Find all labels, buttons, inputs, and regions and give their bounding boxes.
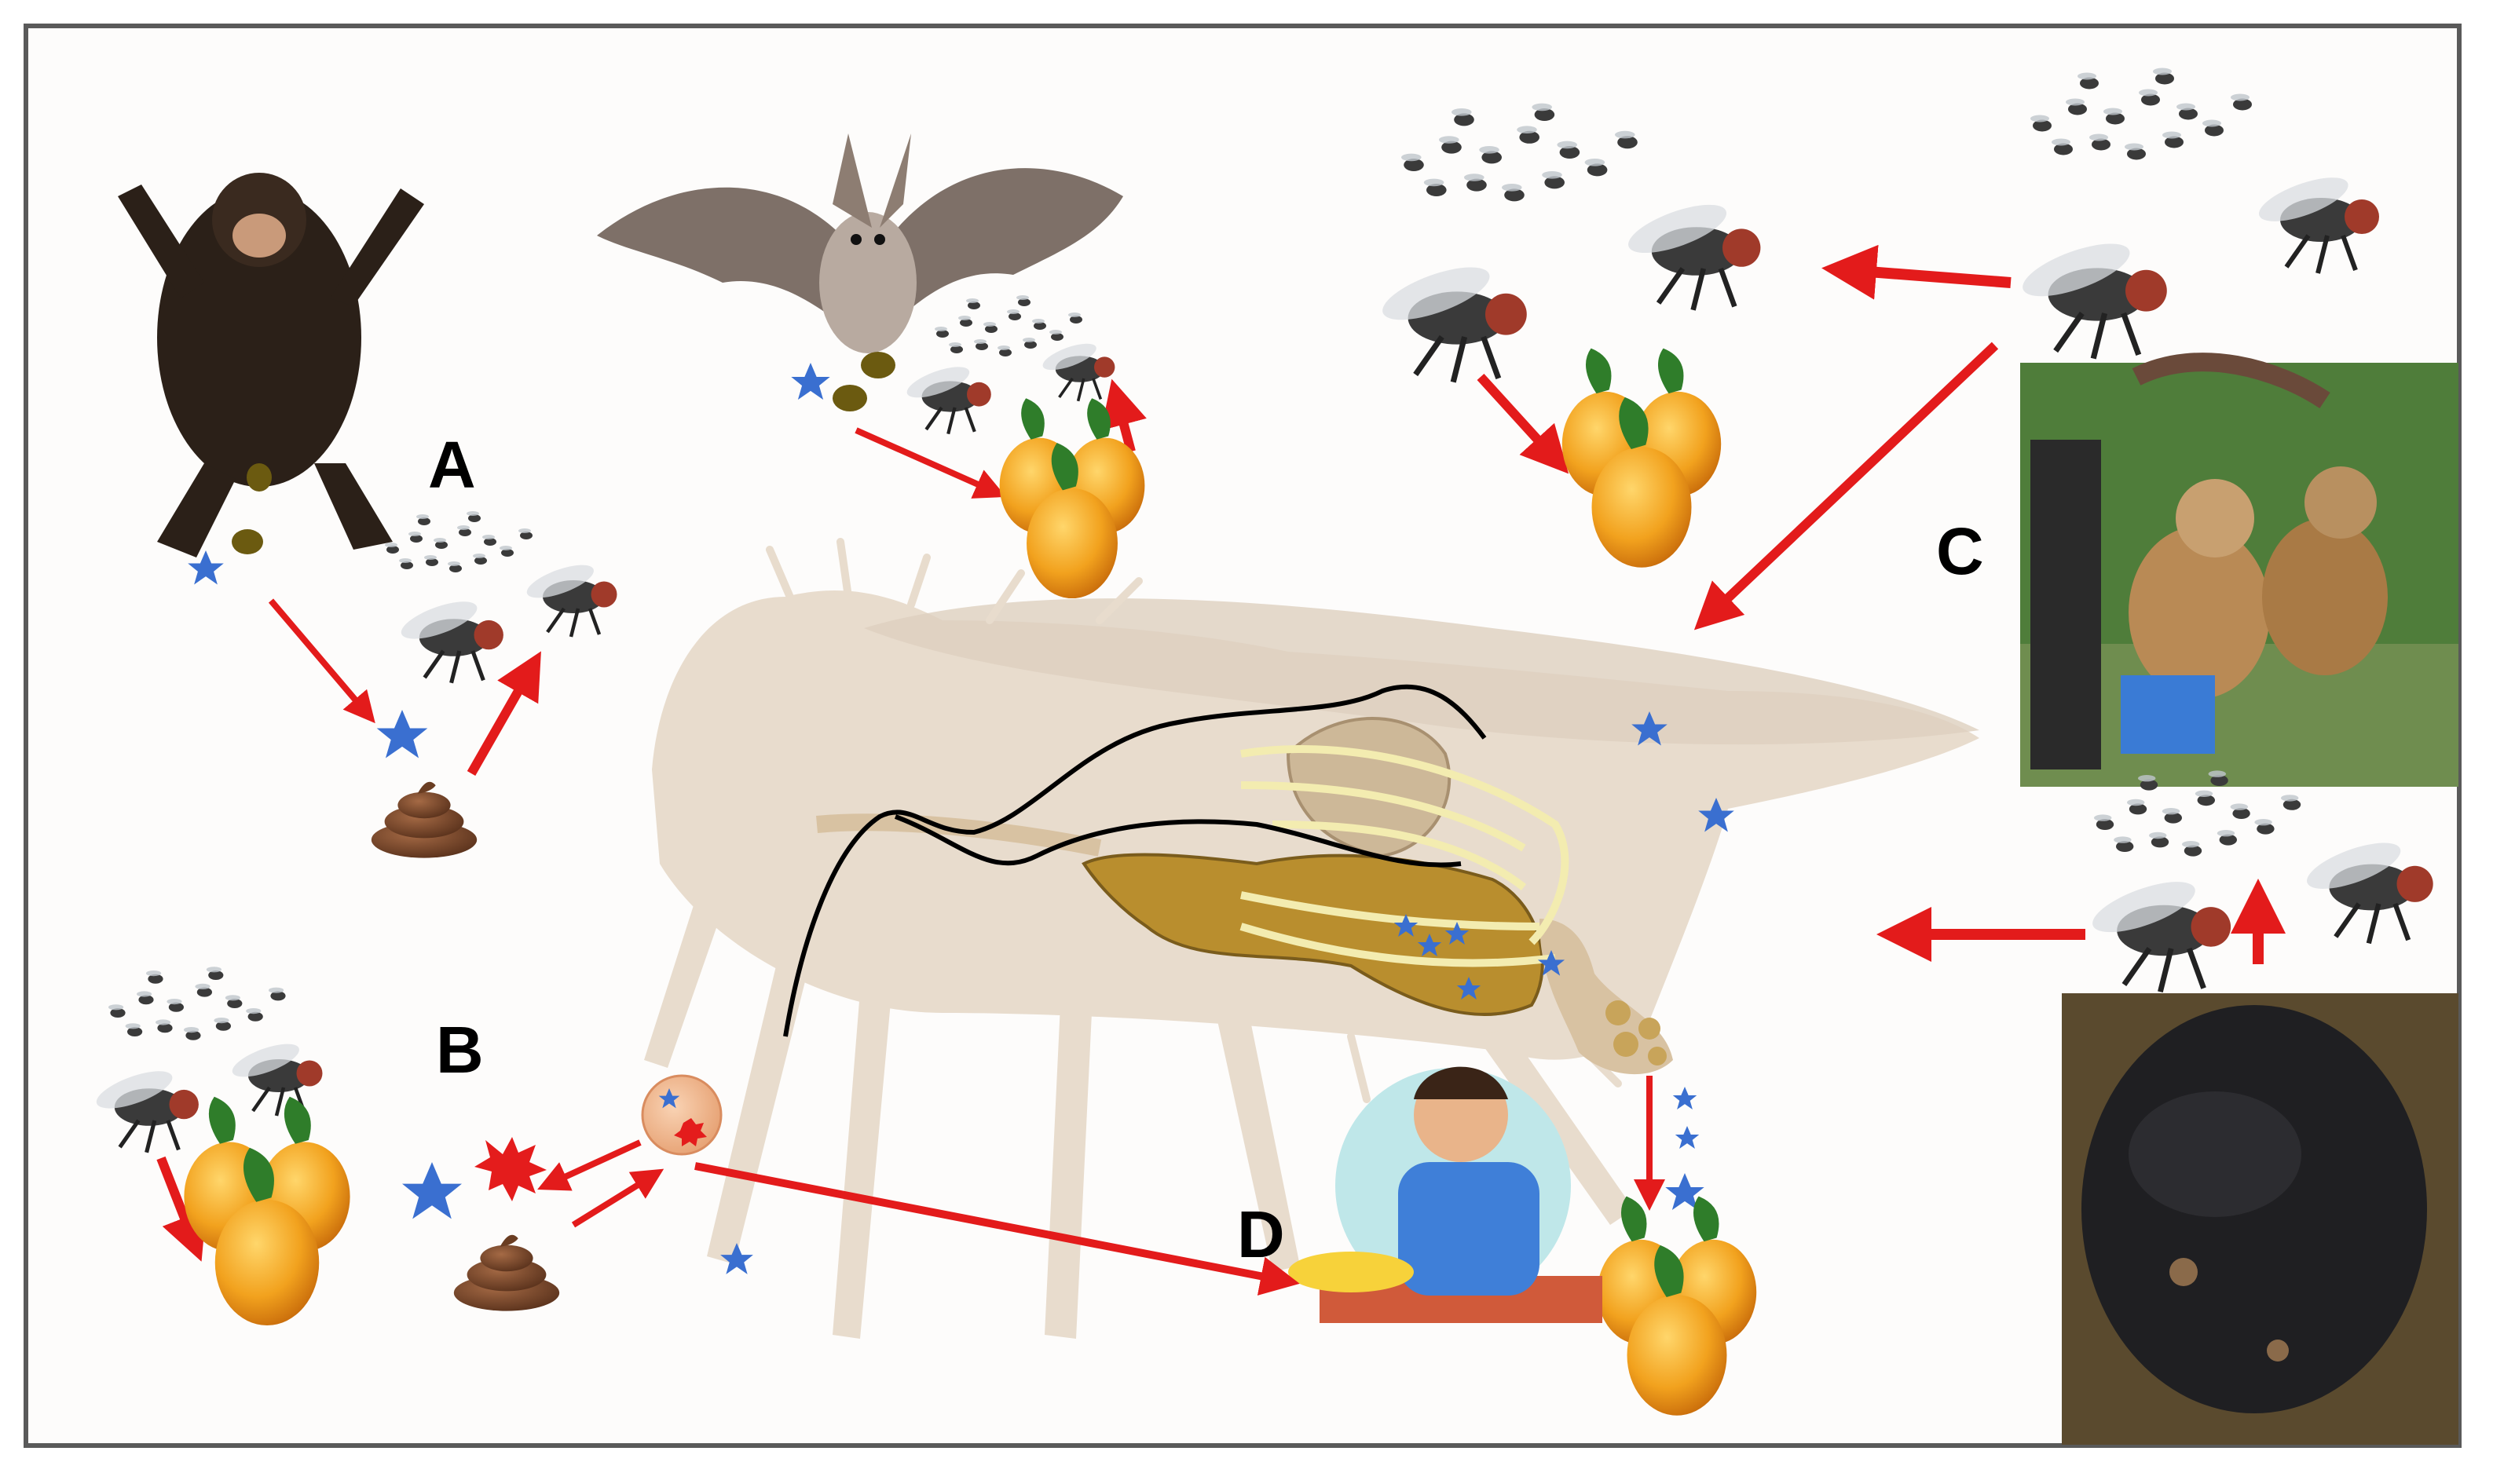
fly-anatomy-silhouette <box>644 538 1979 1339</box>
panel-label-b: B <box>436 1013 484 1087</box>
arrow-flies-to-central-fly <box>1693 342 1999 631</box>
mango-icon <box>184 1097 350 1325</box>
panel-c-group <box>1876 353 2458 1445</box>
bat-panel-group <box>597 133 1147 598</box>
fly-legs-silhouette <box>644 864 1634 1339</box>
arrow-right-flies-to-left-flies <box>1821 244 2012 300</box>
house-fly-icon <box>397 594 503 683</box>
panel-a-group <box>118 173 617 858</box>
arrow-bat-to-mango <box>855 427 1006 499</box>
arrow-bubble-to-person <box>694 1162 1300 1296</box>
feces-pile-icon <box>453 1234 560 1311</box>
pathogen-star-icon <box>791 363 830 400</box>
bat-photo <box>597 133 1123 353</box>
feces-pile-icon <box>371 781 478 858</box>
pathogen-star-icon <box>402 1162 462 1219</box>
house-fly-icon <box>229 1037 323 1116</box>
bacteria-burst-icon <box>474 1137 547 1201</box>
fly-hindgut <box>1539 919 1673 1075</box>
panel-b-group <box>92 967 723 1325</box>
top-right-flies-group <box>1376 68 2379 631</box>
mango-icon <box>1562 349 1721 568</box>
house-fly-icon <box>92 1064 199 1153</box>
arrow-fly-to-mango-top <box>1477 373 1569 474</box>
fly-gut <box>1082 853 1544 1016</box>
house-fly-icon <box>2301 833 2433 943</box>
arrow-mango-to-flies-bat <box>1100 378 1147 453</box>
fly-swarm-icon <box>935 295 1082 356</box>
house-fly-icon <box>1623 195 1760 310</box>
fly-rectal-papillae <box>1605 1000 1667 1065</box>
chimpanzee-photo <box>118 173 424 557</box>
fly-nerve-cord <box>783 684 1487 1037</box>
house-fly-icon <box>523 558 617 637</box>
arrow-feces-to-bubble-b <box>571 1168 664 1228</box>
fly-swarm-icon <box>2030 68 2252 160</box>
mango-icon <box>1598 1197 1756 1416</box>
pathogen-star-icon <box>1672 1087 1697 1109</box>
fly-malpighian-tubules <box>1239 745 1569 967</box>
house-fly-icon <box>1038 337 1117 403</box>
pathogen-star-icon <box>376 710 428 758</box>
feces-pellets-bat <box>833 352 895 411</box>
regurgitation-bubble <box>641 1074 723 1156</box>
arrow-flies-to-mango-b <box>156 1156 207 1262</box>
panel-d-group <box>694 1066 1756 1416</box>
panel-label-d: D <box>1237 1197 1285 1271</box>
house-fly-icon <box>903 360 991 433</box>
arrow-bubble-to-feces-b <box>537 1139 642 1191</box>
house-fly-icon <box>2016 233 2166 359</box>
house-fly-icon <box>2087 872 2231 992</box>
house-fly-icon <box>2254 169 2379 273</box>
arrow-chimp-to-feces <box>268 598 375 724</box>
panel-label-a: A <box>428 428 476 502</box>
panel-label-c: C <box>1936 514 1984 588</box>
house-fly-icon <box>1376 257 1526 382</box>
fly-swarm-icon <box>108 967 286 1040</box>
fly-wing-silhouette <box>864 598 1979 745</box>
pathogen-star-icon <box>1675 1126 1700 1149</box>
fly-swarm-icon <box>385 511 533 572</box>
monkey-photo <box>2020 353 2458 787</box>
arrow-feces-to-flies-a <box>467 651 541 776</box>
carcass-photo <box>2062 993 2458 1445</box>
fly-swarm-icon <box>1401 104 1638 202</box>
feces-pellets-chimp <box>232 463 272 554</box>
person-eating-icon <box>1288 1066 1602 1323</box>
